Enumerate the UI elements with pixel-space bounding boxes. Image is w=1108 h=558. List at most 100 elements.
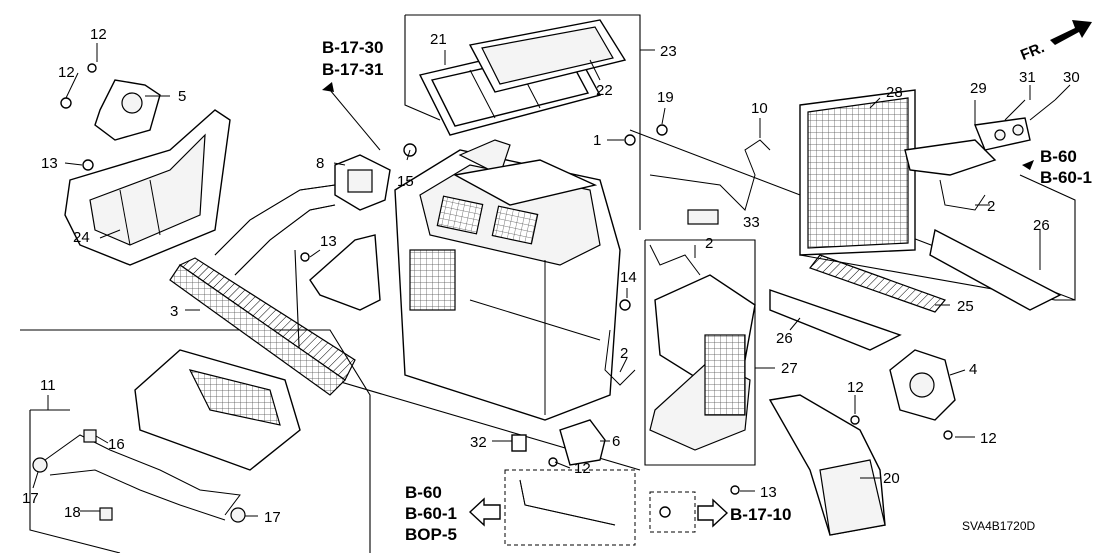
hollow-right-arrow-icon (697, 498, 729, 528)
ref-bottom-1[interactable]: B-60 (405, 483, 442, 502)
callout-8: 8 (316, 155, 324, 172)
evaporator-sensor-wire-10 (649, 139, 771, 211)
actuator-5-hub (121, 92, 143, 114)
blower-inner-frame (644, 239, 756, 466)
direction-label: FR. (1018, 39, 1047, 64)
callout-19: 19 (657, 89, 674, 106)
callout-12-right-a: 12 (847, 379, 864, 396)
connector-17-right (230, 507, 246, 523)
drain-hose-dashed-box (504, 469, 636, 546)
evaporator-pipes (904, 139, 997, 176)
callout-5: 5 (178, 88, 186, 105)
callout-22: 22 (596, 82, 613, 99)
evaporator-28-core (807, 97, 909, 249)
seal-26-right (929, 228, 1062, 311)
callout-4: 4 (969, 361, 977, 378)
ref-bottom-right[interactable]: B-17-10 (730, 505, 791, 524)
callout-1: 1 (593, 132, 601, 149)
filter-group-frame-left (404, 15, 441, 121)
screw-12-right-a (850, 415, 860, 425)
connector-16 (83, 429, 97, 443)
heater-core-3 (169, 264, 346, 396)
valve-port-1 (994, 129, 1006, 141)
duct-rib-1 (119, 189, 131, 246)
heater-unit-upper-duct (452, 159, 598, 206)
callout-17-right: 17 (264, 509, 281, 526)
ref-bottom-2[interactable]: B-60-1 (405, 504, 457, 523)
drain-hose-inner (519, 479, 616, 526)
callout-32: 32 (470, 434, 487, 451)
callout-15: 15 (397, 173, 414, 190)
callout-17-left: 17 (22, 490, 39, 507)
ref-top-left-1[interactable]: B-17-30 (322, 38, 383, 57)
ref-bottom-3[interactable]: BOP-5 (405, 525, 457, 544)
callout-6: 6 (612, 433, 620, 450)
wire-harness-subframe (29, 410, 121, 554)
leader-lines (32, 43, 1071, 517)
heater-duct-24-inner (89, 133, 206, 246)
ref-right-arrow-icon (1022, 160, 1034, 170)
callout-29: 29 (970, 80, 987, 97)
blower-unit-grille (188, 369, 281, 426)
grommet-8-hole (347, 169, 373, 193)
callout-14: 14 (620, 269, 637, 286)
callout-13-mid: 13 (320, 233, 337, 250)
blower-resistor-6 (559, 419, 606, 466)
blower-bracket (704, 334, 746, 416)
seal-26-left (769, 289, 902, 351)
screw-12-bottom (548, 457, 558, 467)
screw-13-mid (300, 252, 310, 262)
clip-in-box (659, 506, 671, 518)
drain-joint-32 (511, 434, 527, 452)
bolt-30 (1029, 99, 1056, 121)
grommet-1 (624, 134, 636, 146)
heater-pipe-lower-inner (234, 204, 336, 276)
heater-pipe-upper (214, 184, 336, 256)
screw-13-bottom (730, 485, 740, 495)
duct-rib-2 (149, 179, 161, 236)
diagram-code: SVA4B1720D (962, 519, 1035, 533)
callout-16: 16 (108, 436, 125, 453)
heater-unit-seam (469, 299, 601, 341)
wire-harness-11-branch (49, 469, 226, 521)
bolt-31 (1004, 99, 1026, 121)
ref-right-1[interactable]: B-60 (1040, 147, 1077, 166)
ref-top-left-2[interactable]: B-17-31 (322, 60, 383, 79)
callout-27: 27 (781, 360, 798, 377)
evaporator-group-frame-2 (799, 254, 1075, 301)
filter-cover-22-inner (481, 26, 614, 85)
callout-30: 30 (1063, 69, 1080, 86)
callout-26-right: 26 (1033, 217, 1050, 234)
hose-clamp-2-upper (649, 244, 701, 276)
clip-dashed-box (649, 491, 696, 533)
callout-20: 20 (883, 470, 900, 487)
front-direction-indicator: FR. (1018, 20, 1092, 64)
callout-21: 21 (430, 31, 447, 48)
ref-right-2[interactable]: B-60-1 (1040, 168, 1092, 187)
callout-13-bottom: 13 (760, 484, 777, 501)
wire-harness-11 (44, 434, 241, 516)
filter-group-frame (405, 14, 641, 230)
callout-28: 28 (886, 84, 903, 101)
connector-17-left (32, 457, 48, 473)
callout-33: 33 (743, 214, 760, 231)
heater-unit-grille-2 (491, 205, 539, 245)
callout-13-left: 13 (41, 155, 58, 172)
bolt-12-top (87, 63, 97, 73)
nut-19 (656, 124, 668, 136)
evaporator-seal-25 (809, 254, 947, 313)
callout-2-right: 2 (987, 198, 995, 215)
tray-rib-1 (469, 69, 496, 119)
callout-11: 11 (40, 377, 56, 394)
heater-unit-grille-1 (436, 195, 484, 235)
screw-12-right-b (943, 430, 953, 440)
sensor-clip-33 (687, 209, 719, 225)
bolt-12-left (60, 97, 72, 109)
hose-clamp-2-right (939, 179, 986, 211)
callout-12-bottom: 12 (574, 460, 591, 477)
ref-top-left-arrow-icon (322, 82, 334, 92)
heater-unit-side-grille (409, 249, 456, 311)
callout-26-left: 26 (776, 330, 793, 347)
